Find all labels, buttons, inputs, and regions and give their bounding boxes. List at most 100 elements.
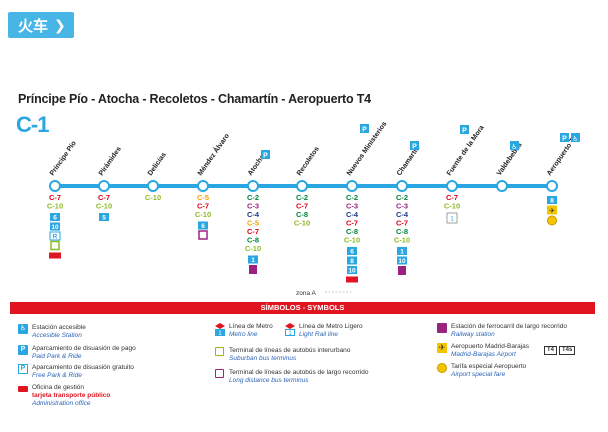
connection-line-label: C-7: [296, 202, 308, 211]
light-rail-icon: 1: [285, 323, 295, 337]
legend-airport-fare: Tarifa especial Aeropuerto Airport speci…: [437, 363, 527, 379]
parking-icon: [261, 150, 270, 159]
station-name: Pirámides: [98, 146, 123, 178]
legend-sub: Metro line: [229, 331, 258, 338]
station-stop: [197, 180, 209, 192]
light-rail-number: 1: [450, 216, 454, 223]
legend-sub: Free Park & Ride: [32, 372, 82, 379]
parking-icon-glyph: P: [263, 153, 268, 160]
station-stop: [247, 180, 259, 192]
legend-airport: ✈ Aeropuerto Madrid-Barajas Madrid-Baraj…: [437, 343, 576, 359]
connection-line-label: C-10: [96, 202, 112, 211]
legend-title: Oficina de gestión: [32, 384, 85, 391]
legend-title2: tarjeta transporte público: [32, 392, 111, 399]
parking-icon-glyph: P: [462, 128, 467, 135]
airplane-glyph: ✈: [549, 207, 555, 215]
connection-line-label: C-7: [197, 202, 209, 211]
legend-sub: Accesible Station: [32, 332, 82, 339]
metro-line-number: 10: [348, 268, 356, 275]
connection-line-label: C-3: [346, 202, 358, 211]
card-office-icon: [346, 276, 358, 283]
legend-sub: Airport special fare: [451, 371, 506, 378]
connection-line-label: C-2: [346, 193, 358, 202]
connection-line-label: C-2: [247, 193, 259, 202]
accessible-icon: ♿: [18, 324, 28, 334]
station-stop: [396, 180, 408, 192]
legend-longdistance-bus: Terminal de líneas de autobús de largo r…: [215, 369, 368, 385]
metro-line-icon: [347, 247, 357, 255]
category-badge[interactable]: 火车 ❯: [8, 12, 74, 38]
station-stop: [147, 180, 159, 192]
connection-line-label: C-3: [247, 202, 259, 211]
metro-line-number: 5: [102, 215, 106, 222]
accessible-icon-glyph: ♿: [511, 143, 517, 151]
airplane-icon: ✈: [437, 343, 447, 353]
connection-line-label: C-2: [296, 193, 308, 202]
station-stop: [98, 180, 110, 192]
station-name: Delicias: [147, 151, 168, 177]
legend-title: Aparcamiento de disuasión de pago: [32, 345, 136, 352]
connection-line-label: C-5: [197, 193, 209, 202]
connection-line-label: C-8: [296, 210, 308, 219]
connection-line-label: C-7: [446, 193, 458, 202]
legend-title: Aeropuerto Madrid-Barajas: [451, 343, 530, 350]
line-code: C-1: [16, 112, 49, 137]
connection-line-label: C-10: [47, 202, 63, 211]
connection-line-label: C-7: [346, 219, 358, 228]
station-name: Recoletos: [296, 146, 321, 178]
connection-line-label: C-3: [396, 202, 408, 211]
card-office-icon: [49, 252, 61, 259]
terminal-tag-t4: T4: [544, 346, 558, 355]
accessible-icon-glyph: ♿: [572, 135, 578, 143]
parking-icon: [560, 133, 569, 142]
connection-line-label: C-10: [344, 236, 360, 245]
connection-line-label: C-8: [396, 227, 408, 236]
station-stop: [49, 180, 61, 192]
metro-line-number: 6: [350, 249, 354, 256]
card-office-icon: [18, 386, 28, 392]
metro-line-icon: [50, 213, 60, 221]
connection-line-label: C-4: [396, 210, 409, 219]
connection-line-label: C-7: [247, 227, 259, 236]
train-icon: [398, 266, 406, 275]
legend-title: Tarifa especial Aeropuerto: [451, 363, 527, 370]
station-stop: [346, 180, 358, 192]
connection-line-label: C-7: [49, 193, 61, 202]
connection-line-label: C-10: [444, 202, 460, 211]
parking-icon: [460, 125, 469, 134]
metro-line-icon: [547, 196, 557, 204]
parking-icon-glyph: P: [412, 144, 417, 151]
metro-line-number: 10: [398, 258, 406, 265]
metro-line-number: 1: [251, 257, 255, 264]
parking-icon: [410, 141, 419, 150]
station-name: Príncipe Pío: [49, 140, 78, 177]
light-rail-icon: [446, 212, 458, 224]
legend-suburban-bus: Terminal de líneas de autobús interurban…: [215, 347, 350, 363]
airplane-icon: [547, 205, 557, 215]
special-fare-icon: [547, 215, 557, 226]
legend-sub: Suburban bus terminus: [229, 355, 297, 362]
metro-line-icon: [49, 231, 61, 241]
parking-icon: P: [18, 345, 28, 355]
symbols-header: SÍMBOLOS - SYMBOLS: [10, 302, 595, 314]
legend-sub: Madrid-Barajas Airport: [451, 351, 516, 358]
metro-line-number: R: [53, 234, 58, 241]
parking-icon-glyph: P: [562, 136, 567, 143]
connection-line-label: C-2: [396, 193, 408, 202]
parking-icon-glyph: P: [362, 127, 367, 134]
legend-title: Estación de ferrocarril de largo recorri…: [451, 323, 567, 330]
terminal-tag-t4s: T4s: [559, 346, 576, 355]
connection-line-label: C-8: [247, 236, 259, 245]
legend-accessible: ♿ Estación accesible Accesible Station: [18, 324, 86, 340]
zone-label: zona A: [296, 290, 316, 297]
station-stop: [546, 180, 558, 192]
metro-line-icon: [397, 247, 407, 255]
connection-line-label: C-7: [98, 193, 110, 202]
connection-line-label: C-10: [294, 219, 310, 228]
connection-line-label: C-4: [247, 210, 260, 219]
line-logo: C-1: [16, 112, 49, 138]
metro-line-number: 8: [550, 198, 554, 205]
connection-line-label: C-10: [394, 236, 410, 245]
legend-sub: Paid Park & Ride: [32, 353, 82, 360]
